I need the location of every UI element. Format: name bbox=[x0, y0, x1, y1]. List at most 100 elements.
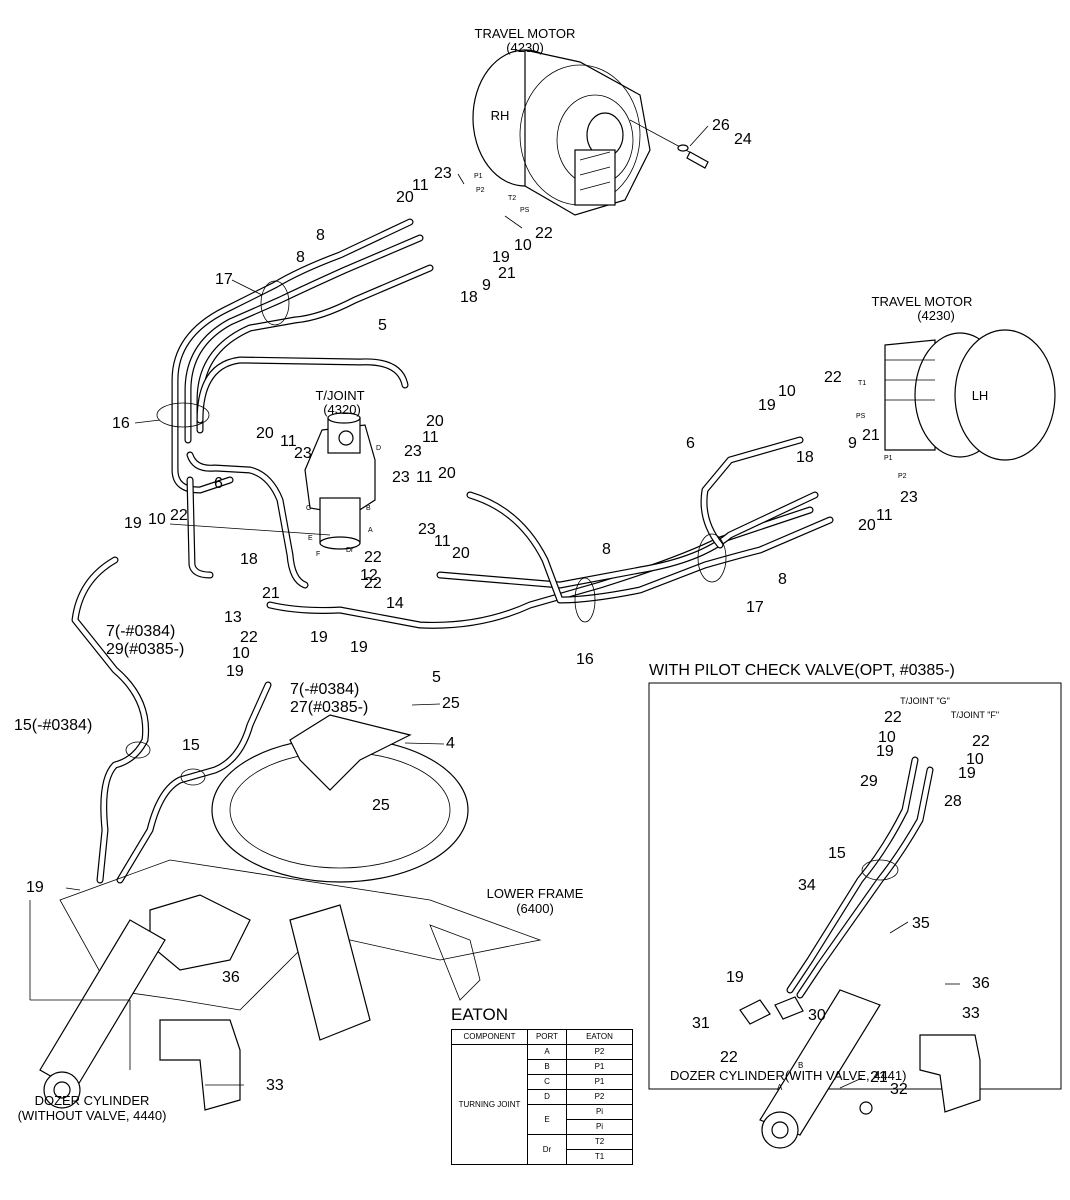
callout-22: 22 bbox=[824, 369, 842, 386]
hose-dozer-left bbox=[71, 556, 272, 884]
callout-28: 28 bbox=[944, 793, 962, 810]
callout-11: 11 bbox=[416, 469, 433, 486]
callout-19: 19 bbox=[726, 969, 744, 986]
callout-24: 24 bbox=[734, 131, 752, 148]
callout-5: 5 bbox=[432, 669, 441, 686]
callout-11: 11 bbox=[412, 177, 429, 194]
callout-34: 34 bbox=[798, 877, 816, 894]
callout-30: 30 bbox=[808, 1007, 826, 1024]
eaton-value-cell: P2 bbox=[566, 1089, 633, 1105]
callout-22: 22 bbox=[170, 507, 188, 524]
dozer-with-label: DOZER CYLINDER(WITH VALVE, 4441) bbox=[670, 1068, 906, 1083]
eaton-port-cell: D bbox=[527, 1089, 567, 1105]
eaton-value-cell: Pi bbox=[566, 1119, 633, 1135]
travel-motor-lh-label: TRAVEL MOTOR bbox=[872, 294, 973, 309]
callout-33: 33 bbox=[266, 1077, 284, 1094]
lower-frame-label: LOWER FRAME bbox=[487, 886, 584, 901]
callout-9: 9 bbox=[848, 435, 857, 452]
dozer-cylinder-with-valve bbox=[739, 989, 981, 1149]
callout-8: 8 bbox=[316, 227, 325, 244]
callout-22: 22 bbox=[364, 575, 382, 592]
eaton-port-cell: E bbox=[527, 1104, 567, 1135]
callout-20: 20 bbox=[858, 517, 876, 534]
fitting-31 bbox=[739, 999, 771, 1025]
inset-title: WITH PILOT CHECK VALVE(OPT, #0385-) bbox=[649, 662, 955, 679]
callout-27: 27(#0385-) bbox=[290, 699, 368, 716]
callout-22: 22 bbox=[972, 733, 990, 750]
callout-14: 14 bbox=[386, 595, 404, 612]
callout-18: 18 bbox=[796, 449, 814, 466]
callout-18: 18 bbox=[460, 289, 478, 306]
eaton-value-cell: P1 bbox=[566, 1059, 633, 1075]
port-ps-lh: PS bbox=[856, 413, 866, 420]
callout-9: 9 bbox=[482, 277, 491, 294]
callout-20: 20 bbox=[438, 465, 456, 482]
callout-20: 20 bbox=[452, 545, 470, 562]
callout-26: 26 bbox=[712, 117, 730, 134]
callout-7: 7(-#0384) bbox=[290, 681, 359, 698]
lower-frame bbox=[59, 714, 542, 1041]
callout-10: 10 bbox=[878, 729, 896, 746]
callout-35: 35 bbox=[912, 915, 930, 932]
callout-22: 22 bbox=[240, 629, 258, 646]
callout-11: 11 bbox=[876, 507, 893, 524]
eaton-title: EATON bbox=[451, 1005, 508, 1024]
callout-4: 4 bbox=[446, 735, 455, 752]
port-p1-rh: P1 bbox=[474, 173, 483, 180]
callout-22: 22 bbox=[720, 1049, 738, 1066]
washer-26 bbox=[677, 144, 689, 152]
travel-motor-rh bbox=[472, 49, 651, 216]
dozer-without-label-1: DOZER CYLINDER bbox=[35, 1093, 150, 1108]
eaton-port-cell: C bbox=[527, 1074, 567, 1090]
clamp-17-rh bbox=[260, 280, 290, 326]
eaton-header-port: PORT bbox=[527, 1029, 567, 1045]
callout-25: 25 bbox=[442, 695, 460, 712]
port-c: C bbox=[306, 505, 311, 512]
dozer-without-label-2: (WITHOUT VALVE, 4440) bbox=[18, 1108, 167, 1123]
callout-31: 31 bbox=[692, 1015, 710, 1032]
port-d: D bbox=[376, 445, 381, 452]
callout-10: 10 bbox=[778, 383, 796, 400]
callout-23: 23 bbox=[418, 521, 436, 538]
bracket-33-inset bbox=[919, 1034, 981, 1113]
callout-33: 33 bbox=[962, 1005, 980, 1022]
callout-21: 21 bbox=[862, 427, 880, 444]
callout-19: 19 bbox=[310, 629, 328, 646]
callout-16: 16 bbox=[576, 651, 594, 668]
eaton-port-cell: A bbox=[527, 1044, 567, 1060]
callout-19: 19 bbox=[350, 639, 368, 656]
callout-16: 16 bbox=[112, 415, 130, 432]
callout-10: 10 bbox=[514, 237, 532, 254]
inset-box bbox=[648, 682, 1062, 1090]
eaton-value-cell: P2 bbox=[566, 1044, 633, 1060]
inset-port-b: B bbox=[798, 1061, 803, 1070]
callout-23: 23 bbox=[294, 445, 312, 462]
callouts: 23 11 20 8 8 10 22 19 21 9 18 17 5 16 20… bbox=[14, 165, 990, 1098]
callout-23: 23 bbox=[404, 443, 422, 460]
callout-25: 25 bbox=[372, 797, 390, 814]
eaton-component-cell: TURNING JOINT bbox=[451, 1044, 528, 1165]
callout-36: 36 bbox=[222, 969, 240, 986]
callout-21: 21 bbox=[498, 265, 516, 282]
callout-19: 19 bbox=[876, 743, 894, 760]
leader-lines bbox=[29, 125, 960, 1089]
callout-19: 19 bbox=[758, 397, 776, 414]
callout-21: 21 bbox=[262, 585, 280, 602]
bolt-24 bbox=[686, 151, 709, 169]
eaton-header-component: COMPONENT bbox=[451, 1029, 528, 1045]
tjoint-g-label: T/JOINT "G" bbox=[900, 696, 950, 706]
lower-frame-code: (6400) bbox=[516, 901, 554, 916]
eaton-port-cell: B bbox=[527, 1059, 567, 1075]
callout-17: 17 bbox=[746, 599, 764, 616]
callout-12: 12 bbox=[360, 567, 378, 584]
callout-21: 21 bbox=[870, 1069, 888, 1086]
callout-15: 15(-#0384) bbox=[14, 717, 92, 734]
dozer-cylinder-without-valve bbox=[39, 919, 241, 1111]
callout-20: 20 bbox=[256, 425, 274, 442]
eaton-port-cell: Dr bbox=[527, 1134, 567, 1165]
callout-19: 19 bbox=[226, 663, 244, 680]
callout-36: 36 bbox=[972, 975, 990, 992]
eaton-value-cell: Pi bbox=[566, 1104, 633, 1120]
port-p1-lh: P1 bbox=[884, 455, 893, 462]
